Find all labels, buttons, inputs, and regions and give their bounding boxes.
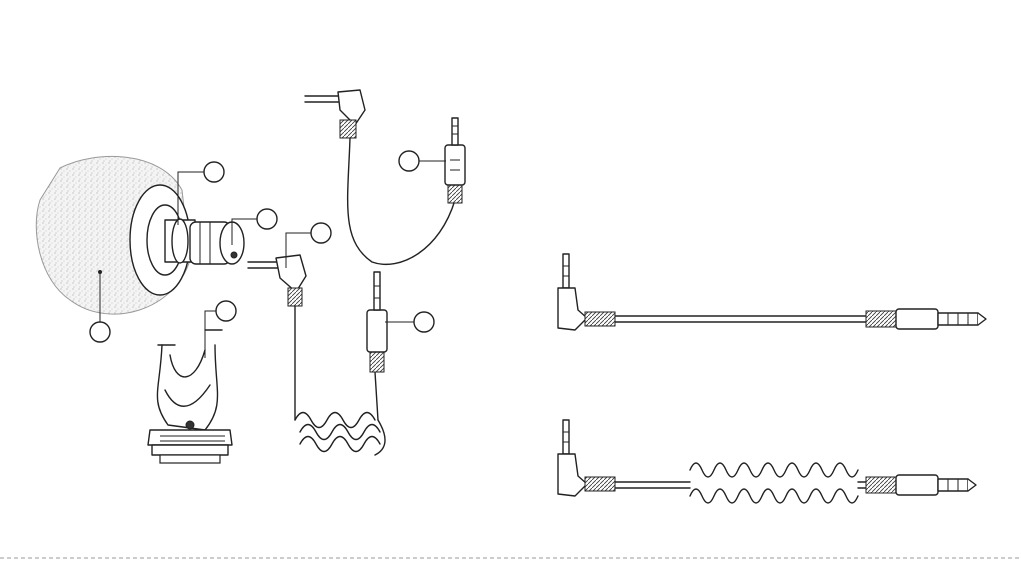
coil bbox=[295, 413, 385, 456]
coiled-trs-cable bbox=[248, 255, 387, 455]
microphone bbox=[147, 205, 244, 275]
callout-coiled-trs-cable bbox=[385, 312, 434, 332]
callout-straight-trrs-cable bbox=[399, 151, 446, 171]
coiled-cable-side-view bbox=[558, 420, 976, 503]
shock-mount bbox=[148, 330, 232, 463]
straight-cable-side-view bbox=[558, 254, 986, 330]
